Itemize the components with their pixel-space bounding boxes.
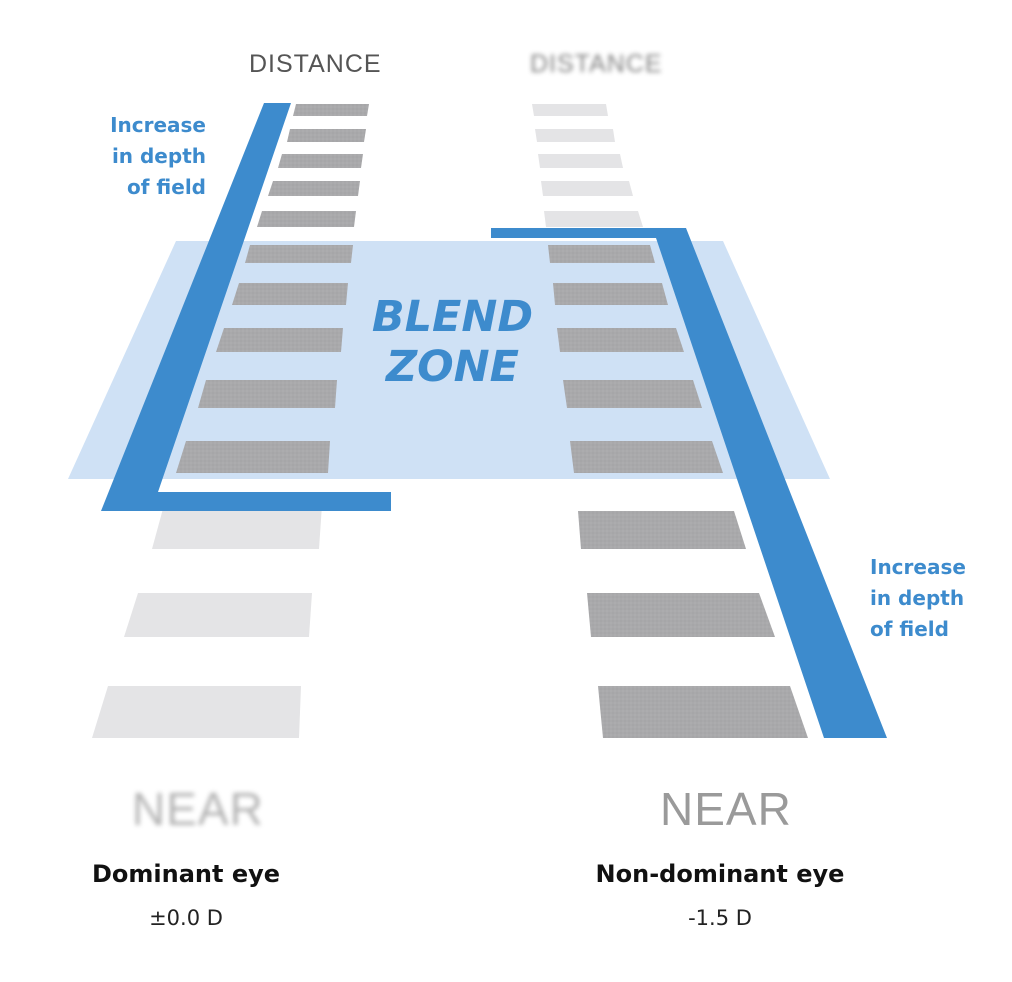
depth-of-field-right-line-1: Increase [870,555,966,579]
near-label-right: NEAR [660,783,792,835]
right-rung-11 [578,511,746,549]
left-rung-3 [278,154,363,168]
left-ladder [92,104,369,738]
right-rung-10 [570,441,723,473]
depth-of-field-right-line-3: of field [870,617,949,641]
right-rung-9 [563,380,702,408]
right-rung-12 [587,593,775,637]
right-rung-2-blurred [535,129,615,142]
distance-label-right: DISTANCE [530,50,663,78]
right-rung-8 [557,328,684,352]
non-dominant-eye-label: Non-dominant eye [595,860,845,888]
dominant-eye-power: ±0.0 D [149,906,223,930]
right-rung-1-blurred [532,104,608,116]
blend-zone-line-1: BLEND [371,292,534,342]
left-rung-10 [176,441,330,473]
non-dominant-eye-power: -1.5 D [688,906,752,930]
left-rung-9 [198,380,337,408]
blend-zone-line-2: ZONE [385,342,520,392]
right-rung-5-blurred [544,211,643,227]
left-rung-5 [257,211,356,227]
left-rung-8 [216,328,343,352]
dominant-eye-label: Dominant eye [91,860,281,888]
left-rung-4 [268,181,360,196]
depth-of-field-left-line-3: of field [127,175,206,199]
left-rung-7 [232,283,348,305]
right-rung-6 [548,245,655,263]
right-rung-7 [553,283,668,305]
depth-of-field-left-line-2: in depth [111,144,206,168]
right-rung-4-blurred [541,181,633,196]
left-rung-6 [245,245,353,263]
right-rung-3-blurred [538,154,623,168]
left-rung-12-blurred [124,593,312,637]
left-rung-1 [293,104,369,116]
depth-of-field-label-right: Increase in depth of field [870,552,966,645]
left-rung-2 [287,129,366,142]
left-rung-11-blurred [152,505,322,549]
near-label-left: NEAR [132,783,264,835]
left-rung-13-blurred [92,686,301,738]
distance-label-left: DISTANCE [249,50,382,78]
depth-of-field-left-line-1: Increase [110,113,206,137]
right-rung-13 [598,686,808,738]
depth-of-field-bracket-left [101,103,391,511]
depth-of-field-label-left: Increase in depth of field [110,110,206,203]
depth-of-field-right-line-2: in depth [870,586,965,610]
blend-zone-label: BLEND ZONE [365,292,540,392]
depth-of-field-bracket-right [491,228,887,738]
right-ladder [532,104,808,738]
